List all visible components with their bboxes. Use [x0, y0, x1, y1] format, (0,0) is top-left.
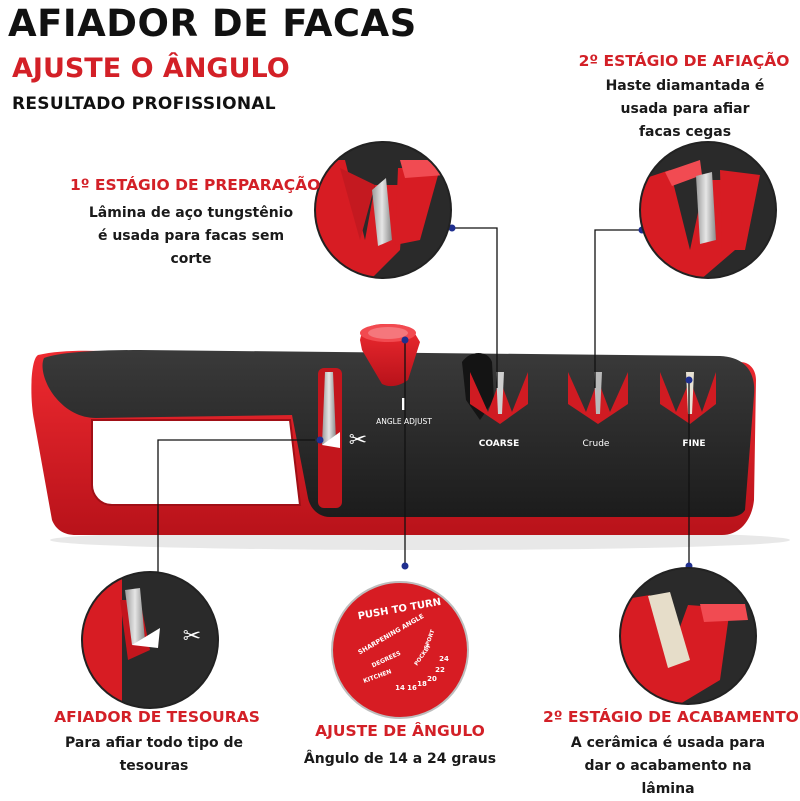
callout-scissors-desc: Para afiar todo tipo de tesouras — [65, 735, 243, 774]
scissors-icon: ✂ — [349, 428, 367, 453]
callout-prep-desc: Lâmina de aço tungstênio é usada para fa… — [88, 205, 294, 267]
callout-prep-title: 1º ESTÁGIO DE PREPARAÇÃO — [70, 176, 321, 194]
label-angle-adjust: ANGLE ADJUST — [376, 417, 432, 426]
callout-angle-desc: Ângulo de 14 a 24 graus — [303, 751, 497, 767]
zoom-circle-scissors: ✂ — [81, 571, 219, 709]
zoom-circle-sharpening — [639, 141, 777, 279]
sharpener-body: ✂ — [31, 324, 790, 550]
page-title: AFIADOR DE FACAS — [8, 2, 417, 45]
callout-sharpen-desc: Haste diamantada é usada para afiar faca… — [605, 78, 765, 140]
dial-number-14: 14 — [395, 684, 405, 692]
connector-lines — [157, 227, 690, 582]
callout-scissors-title: AFIADOR DE TESOURAS — [54, 708, 260, 726]
label-fine: FINE — [682, 439, 705, 449]
callout-sharpen-title: 2º ESTÁGIO DE AFIAÇÃO — [578, 52, 790, 70]
dial-numbers: 14 16 18 20 22 24 — [395, 655, 449, 692]
dial-number-18: 18 — [417, 680, 427, 688]
zoom-circle-angle-dial: PUSH TO TURN SHARPENING ANGLE DEGREES KI… — [331, 581, 469, 719]
label-coarse: COARSE — [479, 439, 520, 449]
device-labels: ANGLE ADJUST COARSE Crude FINE — [376, 417, 706, 449]
callout-finish-title: 2º ESTÁGIO DE ACABAMENTO — [543, 708, 799, 726]
page-tagline: RESULTADO PROFISSIONAL — [12, 94, 276, 114]
callout-finish-desc: A cerâmica é usada para dar o acabamento… — [570, 735, 766, 797]
dial-number-22: 22 — [435, 666, 445, 674]
zoom-circle-finishing — [619, 567, 757, 705]
label-crude: Crude — [583, 439, 610, 449]
page-subtitle: AJUSTE O ÂNGULO — [12, 53, 290, 84]
callout-angle-title: AJUSTE DE ÂNGULO — [315, 722, 485, 740]
dial-number-24: 24 — [439, 655, 449, 663]
dial-number-16: 16 — [407, 684, 417, 692]
scissors-icon-zoom: ✂ — [183, 624, 201, 649]
zoom-circle-preparation — [314, 141, 452, 279]
dial-number-20: 20 — [427, 675, 437, 683]
